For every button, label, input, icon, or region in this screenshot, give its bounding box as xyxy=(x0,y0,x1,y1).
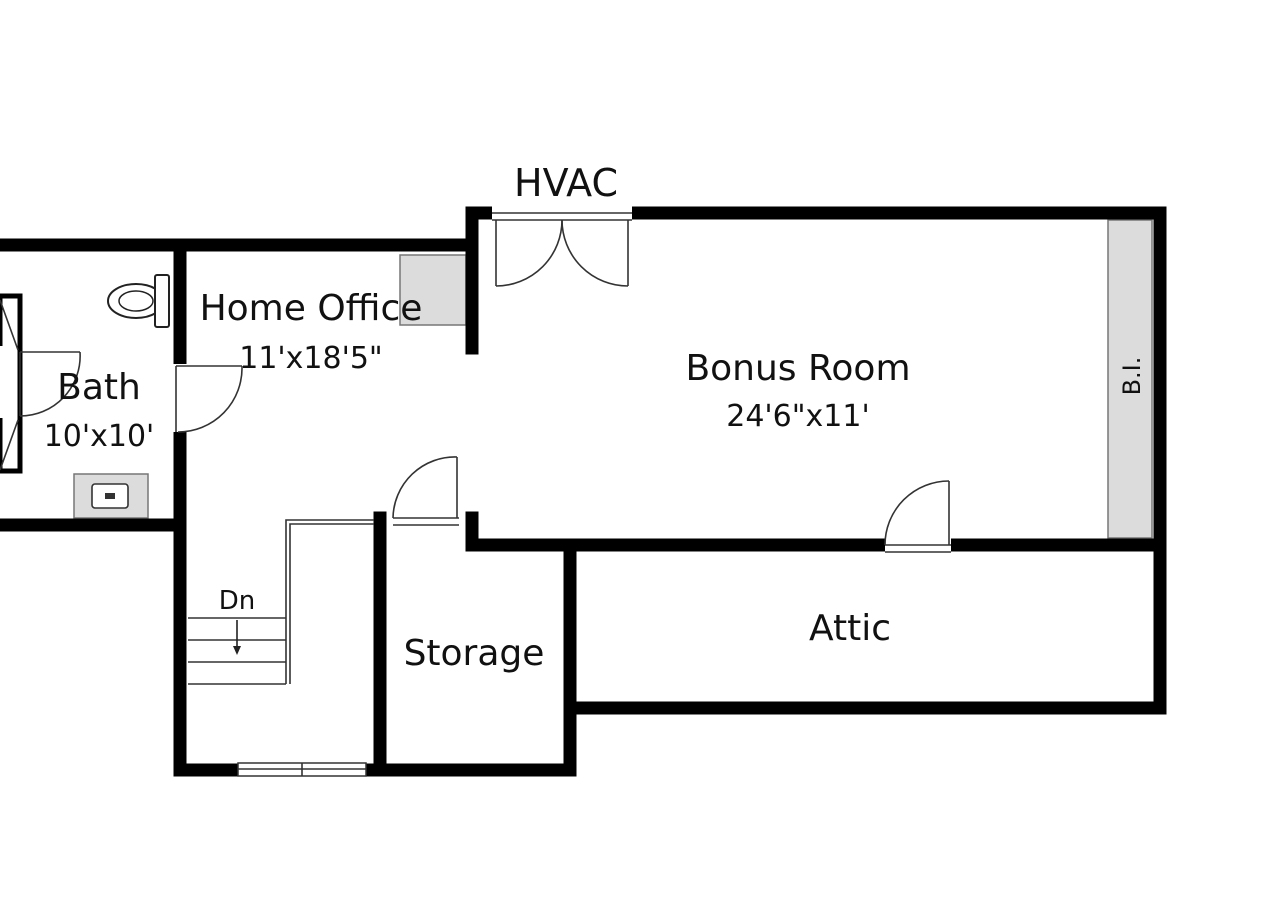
built-in-cabinet xyxy=(1107,219,1153,539)
home-office-closet xyxy=(399,254,467,326)
hvac-double-door[interactable] xyxy=(492,212,632,287)
toilet-icon xyxy=(107,274,170,328)
built-in-label: B.I. xyxy=(1118,357,1146,396)
door-attic[interactable] xyxy=(884,480,951,553)
drain-icon xyxy=(105,493,115,499)
storage-name: Storage xyxy=(404,633,545,674)
window-icon xyxy=(237,762,367,777)
stairs-down-label: Dn xyxy=(219,586,256,616)
attic-name: Attic xyxy=(809,608,891,649)
bath-name: Bath xyxy=(57,367,141,408)
home-office-name: Home Office xyxy=(200,288,423,329)
walls xyxy=(0,206,1167,777)
stairs xyxy=(188,519,374,685)
door-bonus-storage[interactable] xyxy=(392,456,459,526)
home-office-dimensions: 11'x18'5" xyxy=(239,341,382,376)
door-bath[interactable] xyxy=(19,351,81,417)
bonus-room-dimensions: 24'6"x11' xyxy=(726,399,869,434)
hvac-label: HVAC xyxy=(514,161,618,205)
arrow-down-icon xyxy=(233,620,241,655)
bath-dimensions: 10'x10' xyxy=(44,419,155,454)
bonus-room-name: Bonus Room xyxy=(685,348,910,389)
door-office[interactable] xyxy=(175,365,243,433)
